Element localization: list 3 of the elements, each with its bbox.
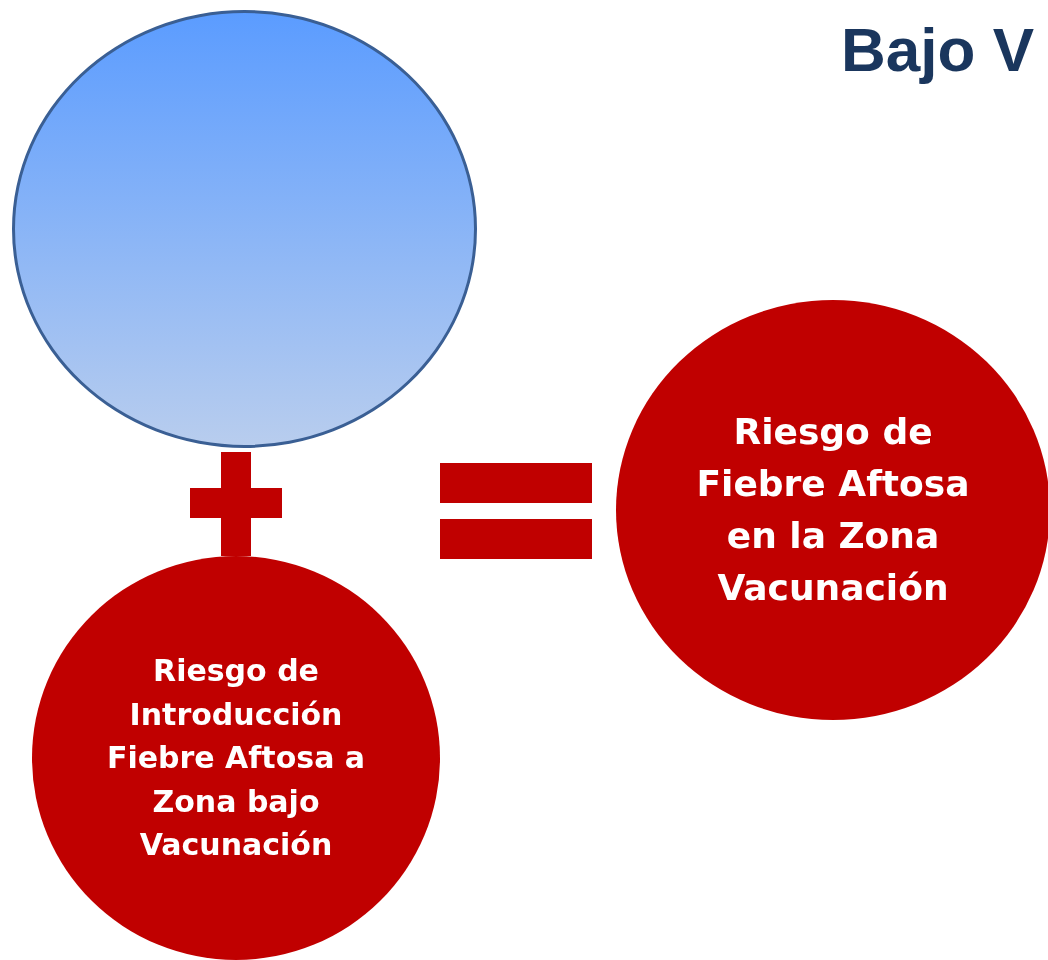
- circle-label: Riesgo de Fiebre Aftosa en la Zona Vacunación: [696, 409, 970, 611]
- title: Bajo V: [841, 14, 1034, 85]
- circle-label: Riesgo de Introducción Fiebre Aftosa a Zona bajo Vacunación: [105, 652, 367, 865]
